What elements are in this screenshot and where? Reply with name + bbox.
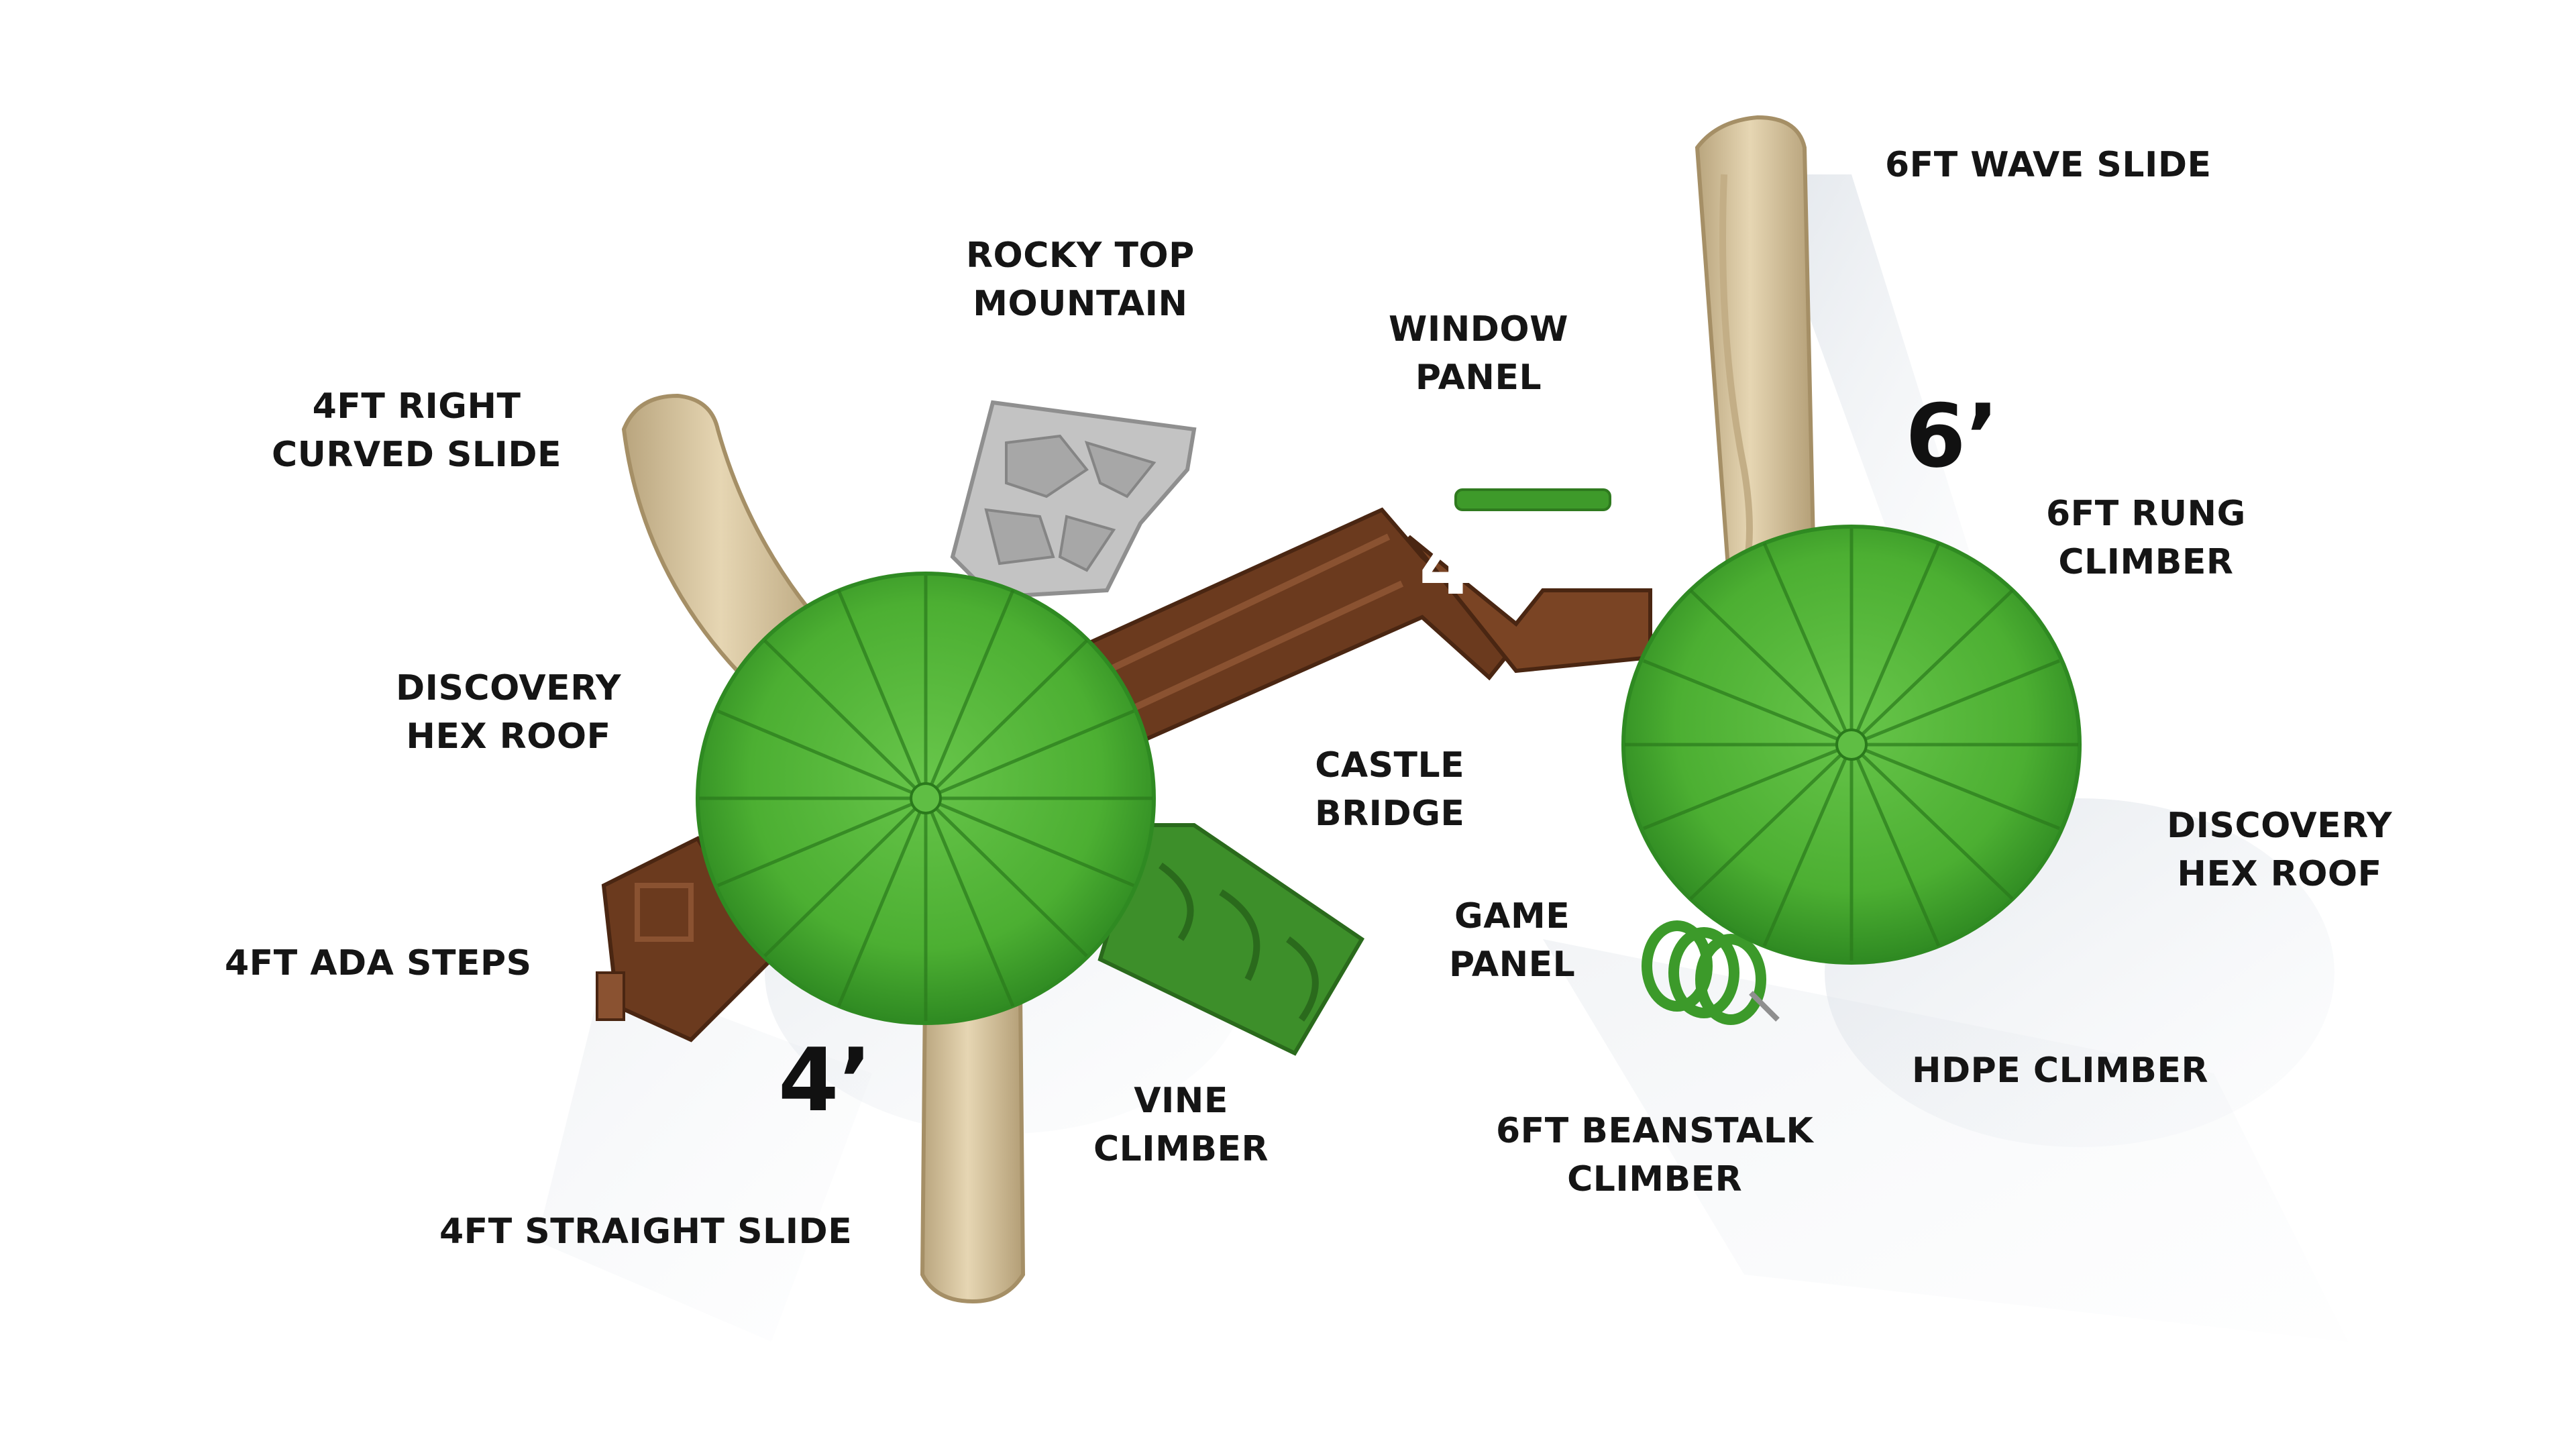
label-beanstalk-climber: 6FT BEANSTALK CLIMBER xyxy=(1496,1111,1814,1199)
label-wave-slide: 6FT WAVE SLIDE xyxy=(1885,145,2212,185)
label-right-curved-slide: 4FT RIGHT CURVED SLIDE xyxy=(272,386,562,475)
rocky-top-mountain xyxy=(950,400,1197,600)
label-vine-climber: VINE CLIMBER xyxy=(1093,1081,1269,1169)
label-straight-slide: 4FT STRAIGHT SLIDE xyxy=(439,1212,853,1252)
ada-steps xyxy=(596,836,774,1042)
label-window-panel: WINDOW PANEL xyxy=(1389,309,1568,398)
label-hex-roof-right: DISCOVERY HEX ROOF xyxy=(2167,806,2393,894)
hex-roof-right xyxy=(1621,525,2082,965)
label-game-panel: GAME PANEL xyxy=(1449,896,1576,985)
label-hdpe-climber: HDPE CLIMBER xyxy=(1912,1051,2209,1091)
height-marker-6ft: 6’ xyxy=(1905,385,1999,487)
label-hex-roof-left: DISCOVERY HEX ROOF xyxy=(396,668,622,757)
height-marker-4ft-left: 4’ xyxy=(778,1029,872,1131)
label-rocky-top-mountain: ROCKY TOP MOUNTAIN xyxy=(966,235,1195,324)
wave-slide xyxy=(1695,115,1817,606)
castle-bridge xyxy=(1084,488,1652,747)
label-rung-climber: 6FT RUNG CLIMBER xyxy=(2046,494,2246,582)
hex-roof-left xyxy=(696,572,1156,1025)
label-castle-bridge: CASTLE BRIDGE xyxy=(1315,745,1465,834)
height-marker-4ft-bridge: 4’ xyxy=(1419,520,1506,613)
hdpe-climber xyxy=(1642,920,1780,1025)
label-ada-steps: 4FT ADA STEPS xyxy=(225,943,532,983)
